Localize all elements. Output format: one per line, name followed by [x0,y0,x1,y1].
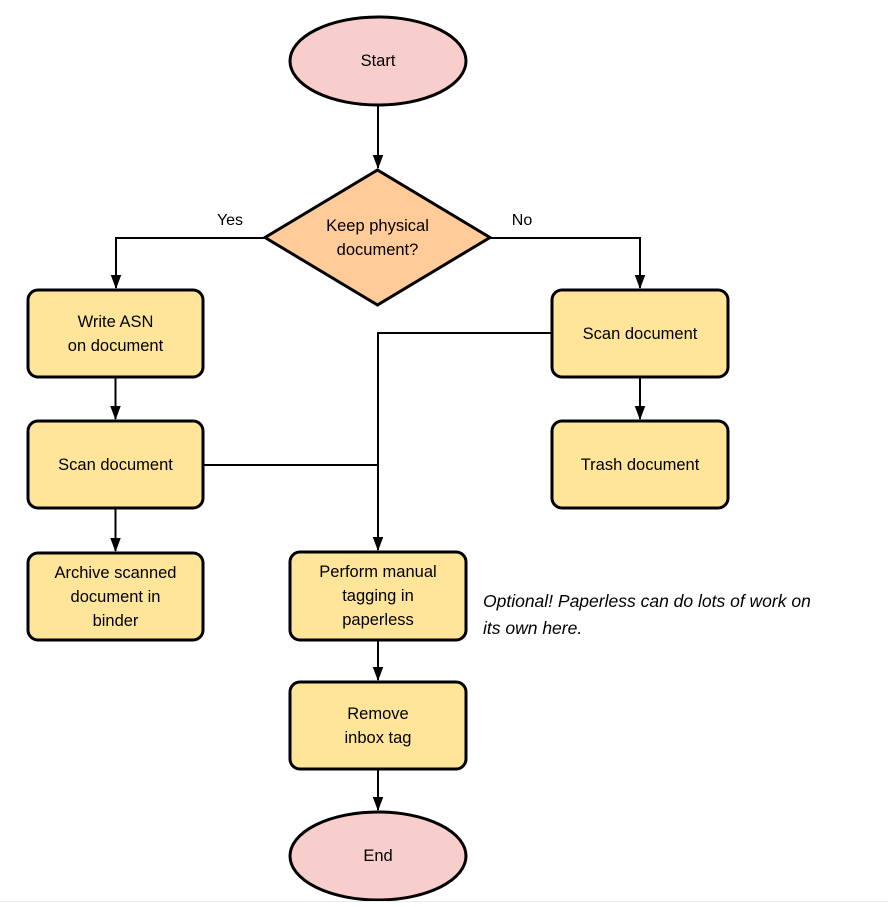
archive-node-label: Archive scanned document in binder [54,563,177,630]
write-asn-node-shape [26,288,205,379]
scan-document-left-node-shape [26,419,205,510]
scan-document-right-node-shape [550,288,730,379]
edge-decision-yes-to-write-asn [110,237,265,289]
bottom-divider [0,901,888,902]
trash-node-label: Trash document [580,455,700,474]
branch-no-label: No [511,212,533,229]
remove-inbox-node-shape [288,680,468,771]
edge-decision-no-to-scan-right [490,237,646,289]
end-node-shape [288,810,468,902]
archive-node-shape [26,551,205,642]
decision-node-label: Keep physical document? [326,216,429,259]
edge-scan-right-to-tagging [372,332,552,551]
scan-document-left-node-label: Scan document [58,455,173,474]
scan-document-right-node-label: Scan document [582,324,698,343]
start-node-shape [288,15,468,107]
remove-inbox-node-label: Remove inbox tag [344,704,412,747]
decision-node-shape [262,168,493,307]
manual-tagging-node-shape [288,550,468,642]
trash-node-shape [550,419,730,510]
branch-yes-label: Yes [216,212,244,229]
write-asn-node-label: Write ASN on document [67,312,164,355]
start-node-label: Start [360,52,396,70]
optional-note-text: Optional! Paperless can do lots of work … [483,591,811,638]
end-node-label: End [363,847,393,865]
manual-tagging-node-label: Perform manual tagging in paperless [319,563,437,629]
